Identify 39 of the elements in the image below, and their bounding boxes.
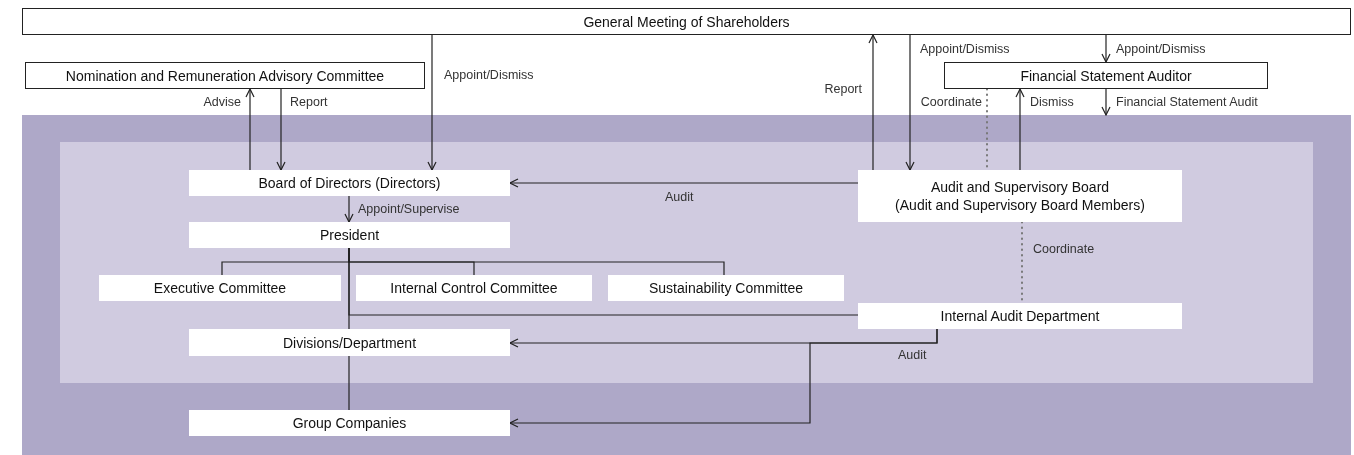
edge-label: Report bbox=[290, 95, 328, 110]
edge-label: Coordinate bbox=[1033, 242, 1095, 257]
org-box: Divisions/Department bbox=[189, 329, 510, 356]
org-box: President bbox=[189, 222, 510, 248]
org-box: Sustainability Committee bbox=[608, 275, 844, 301]
edge-label: Appoint/Dismiss bbox=[444, 68, 534, 83]
edge-label: Advise bbox=[203, 95, 241, 110]
edge-label: Coordinate bbox=[920, 95, 982, 110]
edge-label: Appoint/Dismiss bbox=[920, 42, 1010, 57]
org-box: Audit and Supervisory Board (Audit and Supervisory Board Members) bbox=[858, 170, 1182, 222]
org-box: Internal Audit Department bbox=[858, 303, 1182, 329]
connector-line bbox=[348, 355, 350, 411]
org-box: Executive Committee bbox=[99, 275, 341, 301]
org-box: Internal Control Committee bbox=[356, 275, 592, 301]
edge-label: Appoint/Dismiss bbox=[1116, 42, 1206, 57]
arrow bbox=[1015, 88, 1025, 171]
arrow bbox=[905, 34, 915, 171]
arrow bbox=[344, 195, 354, 223]
arrow bbox=[509, 328, 938, 428]
org-box: Board of Directors (Directors) bbox=[189, 170, 510, 196]
arrow bbox=[868, 34, 878, 171]
arrow bbox=[1101, 34, 1111, 63]
outlined-box: General Meeting of Shareholders bbox=[22, 8, 1351, 35]
edge-label: Report bbox=[824, 82, 862, 97]
arrow bbox=[245, 88, 255, 171]
arrow bbox=[276, 88, 286, 171]
edge-label: Dismiss bbox=[1030, 95, 1074, 110]
arrow bbox=[509, 178, 859, 188]
edge-label: Appoint/Supervise bbox=[358, 202, 460, 217]
org-box: Group Companies bbox=[189, 410, 510, 436]
edge-label: Audit bbox=[898, 348, 927, 363]
group-band bbox=[22, 115, 1351, 455]
edge-label: Audit bbox=[665, 190, 694, 205]
arrow bbox=[427, 34, 437, 171]
arrow bbox=[1101, 88, 1111, 116]
outlined-box: Nomination and Remuneration Advisory Committee bbox=[25, 62, 425, 89]
outlined-box: Financial Statement Auditor bbox=[944, 62, 1268, 89]
group-band bbox=[60, 142, 1313, 383]
edge-label: Financial Statement Audit bbox=[1116, 95, 1258, 110]
